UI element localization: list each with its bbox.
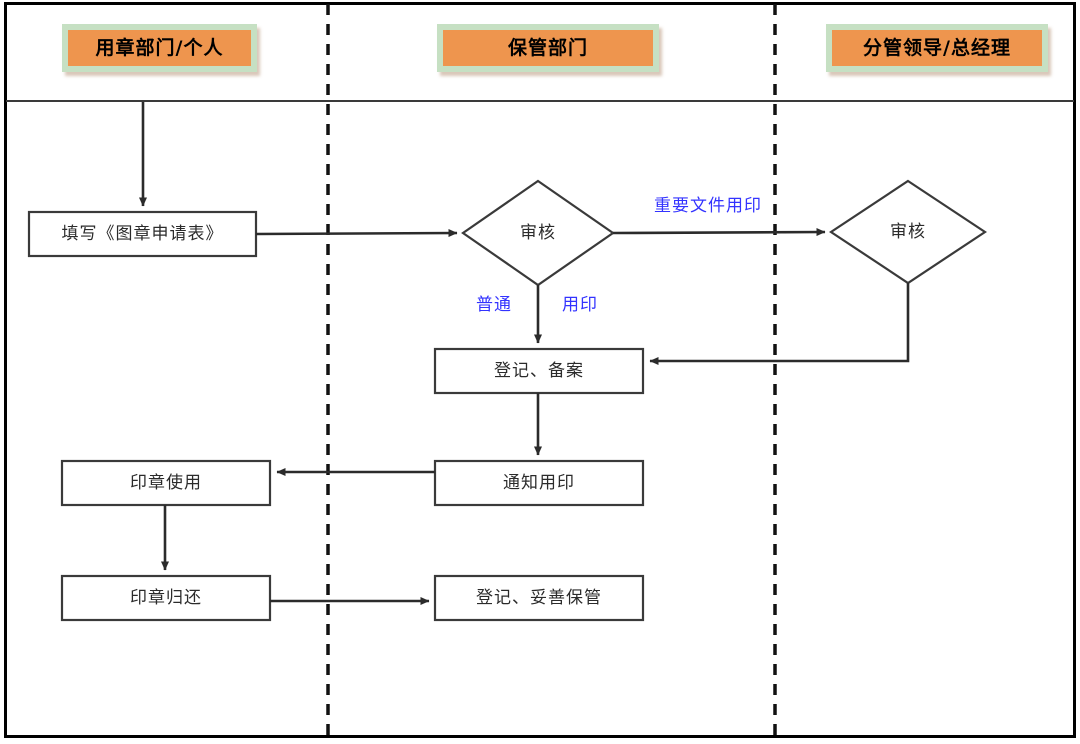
edge-review-1-to-review-2 — [612, 228, 826, 237]
lane-header-leader[interactable]: 分管领导/总经理 — [826, 24, 1048, 72]
node-register-keep-shape[interactable] — [433, 574, 645, 622]
lane-header-applicant-label: 用章部门/个人 — [95, 36, 224, 59]
edge-review-2-to-register — [649, 283, 910, 365]
node-review-2-shape[interactable] — [829, 179, 987, 285]
lane-header-custodian-label: 保管部门 — [507, 36, 588, 59]
lane-header-custodian[interactable]: 保管部门 — [437, 24, 659, 72]
diagram-outer-frame — [4, 2, 1076, 738]
node-fill-form-shape[interactable] — [27, 210, 258, 258]
node-seal-return-shape[interactable] — [60, 574, 272, 622]
node-seal-use-shape[interactable] — [60, 459, 272, 507]
lane-header-leader-label: 分管领导/总经理 — [863, 36, 1011, 59]
node-notify-shape[interactable] — [433, 459, 645, 507]
lane-header-applicant[interactable]: 用章部门/个人 — [62, 24, 257, 72]
node-register-shape[interactable] — [433, 347, 645, 395]
edge-fill-form-to-review-1 — [255, 229, 458, 238]
node-review-1-shape[interactable] — [461, 179, 615, 287]
